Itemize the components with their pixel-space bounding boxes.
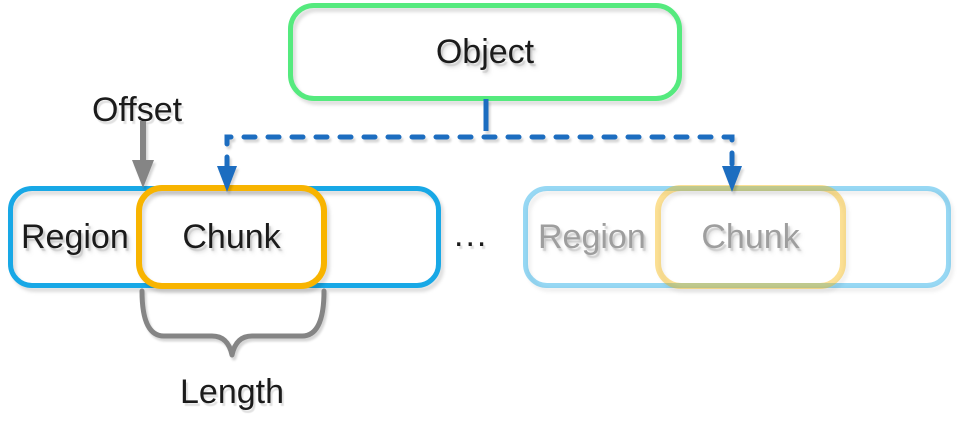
region-label-active: Region — [21, 218, 129, 256]
offset-label: Offset — [92, 91, 183, 129]
length-brace — [139, 288, 327, 358]
chunk-box-active: Chunk — [136, 185, 327, 289]
offset-arrowhead-icon — [132, 160, 154, 188]
chunk-label-faded: Chunk — [701, 218, 800, 256]
object-label: Object — [435, 33, 535, 71]
ellipsis: ... — [454, 216, 489, 254]
region-label-faded: Region — [538, 218, 646, 256]
chunk-box-faded: Chunk — [655, 185, 846, 289]
object-to-chunks-dashed-connector — [224, 134, 735, 171]
length-label: Length — [180, 373, 284, 411]
chunk-label-active: Chunk — [182, 218, 281, 256]
object-box: Object — [288, 3, 682, 101]
